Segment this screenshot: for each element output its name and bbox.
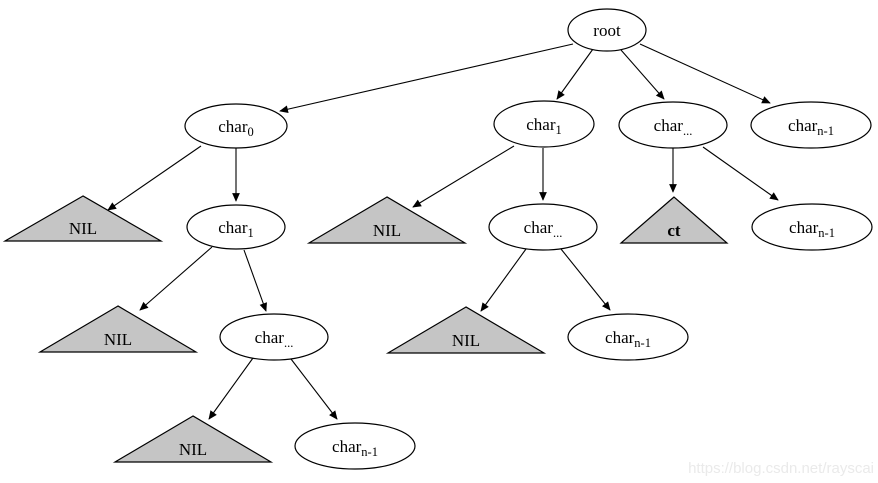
node-nil-left-row4 [37,305,199,353]
label-subscript: 1 [248,226,254,240]
node-char-dots-right-label: char... [654,116,693,138]
label-subscript: n-1 [361,445,378,459]
node-ct-label: ct [667,221,681,240]
edge-char-dots-left-nil-left-row5 [208,357,254,420]
label-subscript: n-1 [817,124,834,138]
edge-char-1-mid-nil-mid-row3 [412,145,515,208]
node-char-n-1-row4 [567,313,689,361]
label-base: char [524,218,554,237]
node-char-n-1-row4-label: charn-1 [605,328,651,350]
label-subscript: ... [284,336,293,350]
edge-root-char-dots-right [620,49,665,100]
node-nil-left-row3 [2,195,164,242]
node-nil-left-row4-label: NIL [104,330,132,349]
node-char-n-1-row2-label: charn-1 [788,116,834,138]
node-root [567,8,647,52]
node-nil-left-row3-label: NIL [69,219,97,238]
edge-char-dots-right-char-n-1-row3 [702,146,779,201]
label-subscript: 1 [556,123,562,137]
node-ct [619,196,729,244]
label-base: char [789,218,819,237]
node-char-n-1-row3 [751,203,873,251]
label-base: char [218,218,248,237]
edges-group [107,43,779,420]
label-subscript: n-1 [818,226,835,240]
node-char-n-1-row5 [294,422,416,470]
label-subscript: ... [553,226,562,240]
node-char-dots-right [618,101,728,149]
node-nil-mid-row3-label: NIL [373,221,401,240]
node-nil-mid-row4-label: NIL [452,331,480,350]
node-nil-mid-row3 [306,196,468,244]
label-base: char [332,437,362,456]
node-nil-left-row5 [112,415,274,463]
node-char-n-1-row3-label: charn-1 [789,218,835,240]
nodes-group: root char0 char1 char... charn-1 NIL cha… [2,8,873,470]
node-char-1-left-label: char1 [218,218,254,240]
label-base: char [218,117,248,136]
label-base: char [605,328,635,347]
edge-char-1-left-char-dots-left [243,249,267,312]
label-subscript: n-1 [634,336,651,350]
label-base: char [255,328,285,347]
label-base: char [788,116,818,135]
node-char-1-left [186,204,286,250]
label-base: char [654,116,684,135]
label-base: char [526,115,556,134]
node-char-0-label: char0 [218,117,254,139]
node-char-1-mid-label: char1 [526,115,562,137]
node-char-n-1-row5-label: charn-1 [332,437,378,459]
node-char-1-mid [493,100,595,148]
node-char-dots-mid [488,203,598,251]
node-char-dots-left [219,313,329,361]
edge-root-char-0 [279,43,574,114]
node-char-0 [184,103,288,149]
watermark-text: https://blog.csdn.net/rayscai [688,460,874,477]
edge-char-1-left-nil-left-row4 [139,246,213,311]
edge-char-dots-mid-char-n-1-row4 [560,248,611,311]
node-char-dots-left-label: char... [255,328,294,350]
edge-char-0-nil-left-row3 [107,145,202,211]
node-char-n-1-row2 [750,101,872,149]
edge-char-dots-left-char-n-1-row5 [290,358,338,420]
node-char-dots-mid-label: char... [524,218,563,240]
edge-char-dots-mid-nil-mid-row4 [480,248,527,312]
node-nil-left-row5-label: NIL [179,440,207,459]
node-nil-mid-row4 [385,306,547,354]
node-root-label: root [593,21,621,40]
label-subscript: 0 [248,125,254,139]
edge-root-char-1-mid [556,48,594,100]
edge-root-char-n-1-row2 [639,43,771,104]
label-subscript: ... [683,124,692,138]
